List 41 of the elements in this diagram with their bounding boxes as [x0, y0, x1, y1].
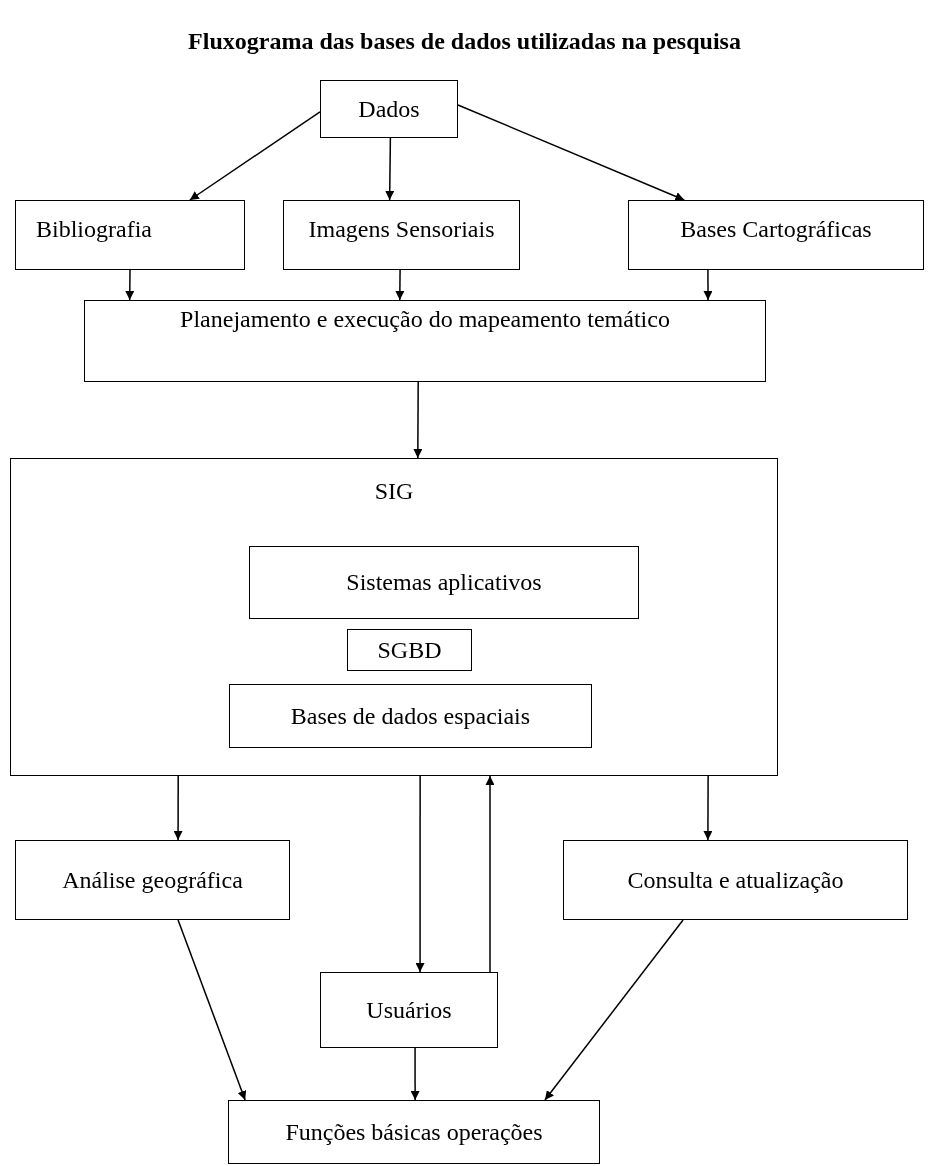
process-box — [15, 200, 245, 270]
box-label: Consulta e atualização — [627, 865, 844, 895]
process-box — [628, 200, 924, 270]
box-label: Usuários — [366, 995, 452, 1025]
arrow — [485, 775, 495, 973]
box-label: Bases Cartográficas — [680, 215, 872, 244]
box-label: Bases de dados espaciais — [290, 701, 531, 731]
process-box — [15, 840, 290, 920]
process-box — [320, 972, 498, 1048]
process-box — [249, 546, 639, 619]
arrow — [173, 775, 183, 841]
process-box — [84, 300, 766, 382]
box-label: SGBD — [377, 635, 442, 665]
box-label: Funções básicas operações — [285, 1117, 543, 1147]
box-label: Bibliografia — [36, 215, 152, 244]
box-label: Dados — [358, 94, 420, 124]
diagram-title: Fluxograma das bases de dados utilizadas na pesquisa — [187, 28, 742, 55]
arrow — [177, 919, 247, 1101]
box-label: Análise geográfica — [62, 865, 243, 895]
arrow — [703, 775, 713, 841]
box-label: Imagens Sensoriais — [308, 215, 495, 244]
process-box — [283, 200, 520, 270]
arrow — [415, 775, 425, 973]
process-box — [320, 80, 458, 138]
arrow — [410, 1047, 420, 1101]
arrow — [395, 269, 405, 301]
arrow — [703, 269, 713, 301]
box-label: Planejamento e execução do mapeamento temático — [180, 305, 670, 334]
arrow — [189, 111, 321, 201]
arrow — [457, 104, 685, 201]
process-box — [347, 629, 472, 671]
box-label: SIG — [374, 477, 414, 506]
container-box — [10, 458, 778, 776]
arrow — [385, 137, 395, 201]
arrow — [125, 269, 135, 301]
process-box — [228, 1100, 600, 1164]
process-box — [563, 840, 908, 920]
arrow — [413, 381, 423, 459]
arrow — [544, 919, 684, 1101]
process-box — [229, 684, 592, 748]
box-label: Sistemas aplicativos — [346, 568, 542, 597]
